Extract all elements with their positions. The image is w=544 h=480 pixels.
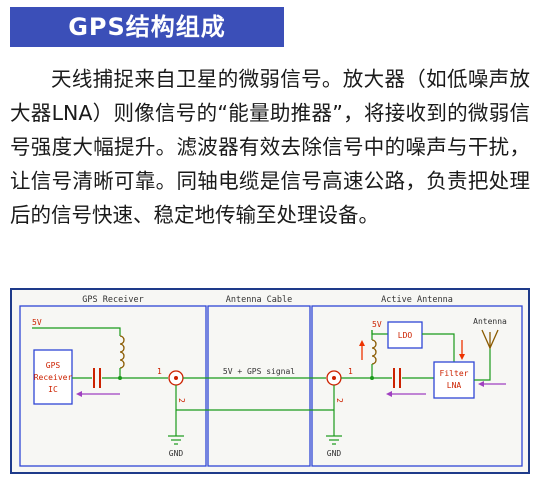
signal-arrow-antenna-head	[478, 381, 484, 387]
coax-connector-right-core	[332, 376, 336, 380]
filter-label-line1: Filter	[440, 369, 469, 378]
gnd-label-right: GND	[327, 449, 342, 458]
ldo-box	[387, 321, 423, 349]
active-antenna-block	[311, 305, 523, 467]
pin2-right: 2	[335, 398, 344, 403]
pin1-left: 1	[157, 367, 162, 376]
ic-label-line3: IC	[48, 385, 58, 394]
gps-receiver-ic	[33, 349, 73, 405]
inductor-left	[119, 335, 125, 369]
ldo-label: LDO	[398, 331, 413, 340]
inductor-right	[371, 339, 377, 365]
cable-signal-label: 5V + GPS signal	[223, 367, 295, 376]
signal-arrow-filter-head	[386, 391, 392, 397]
section-title: GPS结构组成	[10, 7, 284, 47]
gps-receiver-title: GPS Receiver	[82, 295, 143, 305]
wire-ldo-filter	[422, 333, 455, 362]
ic-label-line2: Receiver	[34, 373, 73, 382]
antenna-label: Antenna	[473, 317, 507, 326]
pin2-left: 2	[177, 398, 186, 403]
antenna-cable-block	[207, 305, 311, 467]
active-antenna-title: Active Antenna	[381, 295, 453, 305]
filter-label-line2: LNA	[447, 381, 462, 390]
junction-left	[118, 376, 122, 380]
supply-label-left: 5V	[32, 318, 42, 327]
power-arrow-right-head	[359, 340, 365, 346]
supply-wire-left	[32, 327, 121, 336]
pin1-right: 1	[348, 367, 353, 376]
gps-receiver-block	[19, 305, 207, 467]
supply-label-right: 5V	[372, 320, 382, 329]
filter-lna-box	[433, 361, 475, 399]
wire-antenna-filter	[474, 348, 491, 381]
ic-label-line1: GPS	[46, 361, 61, 370]
body-paragraph: 天线捕捉来自卫星的微弱信号。放大器（如低噪声放大器LNA）则像信号的“能量助推器…	[10, 67, 530, 227]
antenna-cable-title: Antenna Cable	[226, 295, 293, 305]
coax-connector-left-core	[174, 376, 178, 380]
gps-block-diagram: GPS Receiver Antenna Cable Active Antenn…	[10, 288, 530, 474]
gnd-label-left: GND	[169, 449, 184, 458]
signal-arrow-left-head	[76, 391, 82, 397]
power-arrow-filter-head	[459, 354, 465, 360]
